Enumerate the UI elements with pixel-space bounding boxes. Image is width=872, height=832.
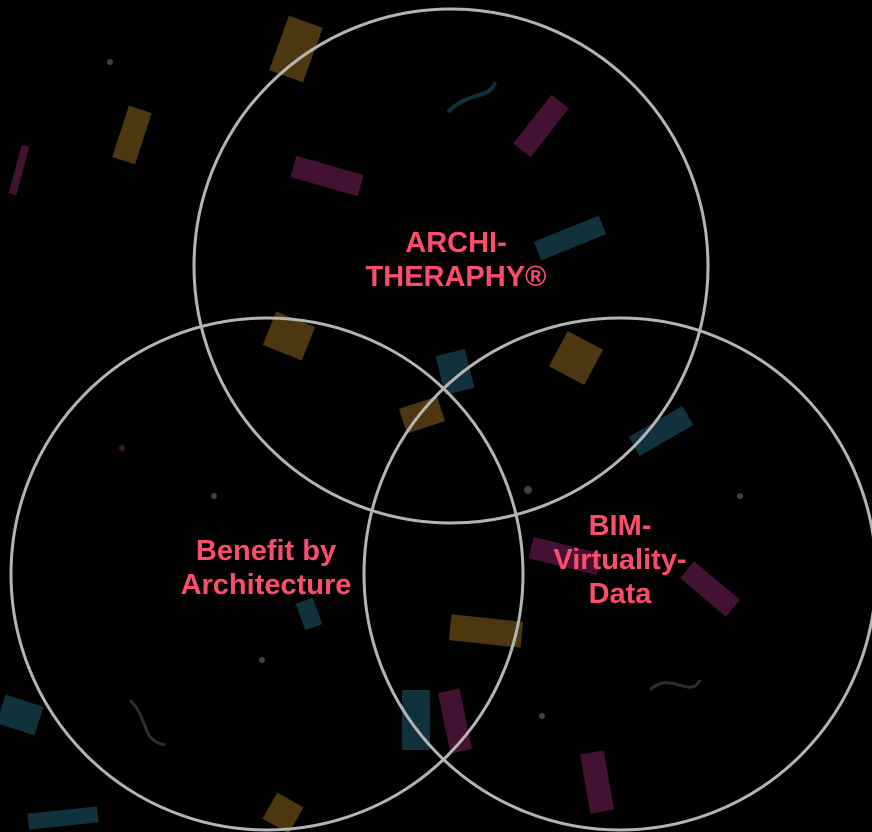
venn-label-architheraphy: ARCHI- THERAPHY® — [336, 226, 576, 294]
venn-label-benefit-by-architecture: Benefit by Architecture — [146, 534, 386, 602]
venn-label-bim-virtuality-data: BIM- Virtuality- Data — [500, 509, 740, 612]
venn-label-line: Architecture — [180, 569, 352, 602]
venn-label-line: Benefit by — [195, 535, 337, 567]
venn-label-line: Data — [588, 578, 652, 611]
venn-label-line: ARCHI- — [405, 227, 507, 259]
venn-circle-left — [9, 316, 525, 832]
venn-circle-top — [192, 7, 710, 525]
venn-label-line: Virtuality- — [553, 544, 687, 577]
venn-label-line: BIM- — [588, 510, 652, 542]
venn-circle-right — [362, 316, 872, 832]
venn-label-line: THERAPHY® — [365, 261, 547, 294]
